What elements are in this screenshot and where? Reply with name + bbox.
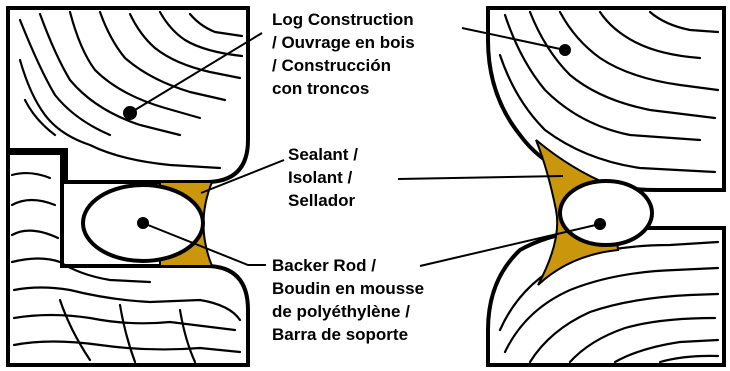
label-backer-rod: Backer Rod / Boudin en mousse de polyéth…	[272, 254, 424, 346]
label-line: Boudin en mousse	[272, 277, 424, 300]
label-line: Sellador	[288, 189, 358, 212]
right-upper-log	[488, 8, 724, 190]
label-line: Isolant /	[288, 166, 358, 189]
label-line: / Ouvrage en bois	[272, 31, 415, 54]
label-line: Sealant /	[288, 143, 358, 166]
right-backer-rod	[560, 181, 652, 245]
label-line: Log Construction	[272, 8, 415, 31]
label-line: / Construcción	[272, 54, 415, 77]
label-line: con troncos	[272, 77, 415, 100]
label-sealant: Sealant / Isolant / Sellador	[288, 143, 358, 212]
label-log-construction: Log Construction / Ouvrage en bois / Con…	[272, 8, 415, 100]
label-line: Barra de soporte	[272, 323, 424, 346]
label-line: Backer Rod /	[272, 254, 424, 277]
label-line: de polyéthylène /	[272, 300, 424, 323]
